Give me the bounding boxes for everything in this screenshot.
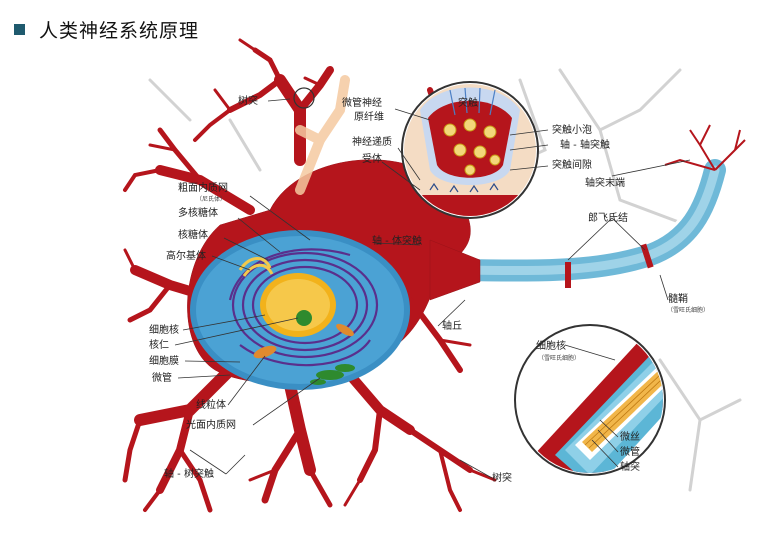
label-myelin-sheath: 髓鞘 bbox=[668, 292, 688, 305]
label-microfilament: 微丝 bbox=[620, 430, 640, 443]
label-microtubule-neurofibril-2: 原纤维 bbox=[354, 110, 384, 123]
label-dendrite-bottom: 树突 bbox=[492, 471, 512, 484]
diagram-labels: 树突 微管神经 原纤维 突触 神经递质 受体 突触小泡 轴 - 轴突触 突触间隙… bbox=[149, 94, 709, 484]
dendrites bbox=[122, 38, 497, 513]
label-dendrite-top: 树突 bbox=[238, 94, 258, 107]
page-title: 人类神经系统原理 bbox=[39, 19, 200, 42]
glial-process bbox=[295, 75, 350, 195]
label-nucleolus: 核仁 bbox=[149, 338, 169, 351]
label-axodendritic-synapse: 轴 - 树突触 bbox=[164, 467, 214, 480]
label-axon-hillock: 轴丘 bbox=[442, 319, 462, 332]
axon-myelin bbox=[426, 124, 746, 288]
label-golgi: 高尔基体 bbox=[166, 249, 206, 262]
label-ribosome: 核糖体 bbox=[178, 228, 208, 241]
soma-interior bbox=[190, 230, 410, 390]
label-mitochondria: 线粒体 bbox=[196, 398, 226, 411]
label-schwann-nucleus: 细胞核 bbox=[536, 339, 566, 352]
slide-title: 人类神经系统原理 bbox=[14, 10, 199, 48]
label-axon-terminal: 轴突末端 bbox=[585, 176, 625, 189]
leader-lines bbox=[174, 87, 691, 479]
label-rough-er: 粗面内质网 bbox=[178, 181, 228, 194]
label-node-of-ranvier: 郎飞氏结 bbox=[588, 211, 628, 224]
label-nucleus: 细胞核 bbox=[149, 323, 179, 336]
label-smooth-er: 光面内质网 bbox=[186, 418, 236, 431]
label-microtubule-inset: 微管 bbox=[620, 445, 640, 458]
label-microtubule: 微管 bbox=[152, 371, 172, 384]
label-axoaxonic-synapse: 轴 - 轴突触 bbox=[560, 138, 610, 151]
label-neurotransmitter: 神经递质 bbox=[352, 135, 392, 148]
myelin-inset bbox=[514, 324, 666, 476]
label-schwann-nucleus-sub: （雪旺氏细胞） bbox=[538, 354, 580, 362]
label-synapse: 突触 bbox=[458, 96, 478, 109]
label-synaptic-cleft: 突触间隙 bbox=[552, 158, 592, 171]
label-cell-membrane: 细胞膜 bbox=[149, 354, 179, 367]
label-polyribosome: 多核糖体 bbox=[178, 206, 218, 219]
label-receptor: 受体 bbox=[362, 153, 382, 165]
label-microtubule-neurofibril-1: 微管神经 bbox=[342, 96, 382, 109]
label-rough-er-sub: （尼氏体） bbox=[196, 195, 226, 203]
label-axon: 轴突 bbox=[620, 460, 640, 473]
label-myelin-sheath-sub: （雪旺氏细胞） bbox=[667, 306, 709, 314]
label-synaptic-vesicle: 突触小泡 bbox=[552, 123, 592, 136]
label-axosomatic-synapse: 轴 - 体突触 bbox=[372, 234, 422, 247]
title-bullet-icon bbox=[14, 23, 25, 35]
